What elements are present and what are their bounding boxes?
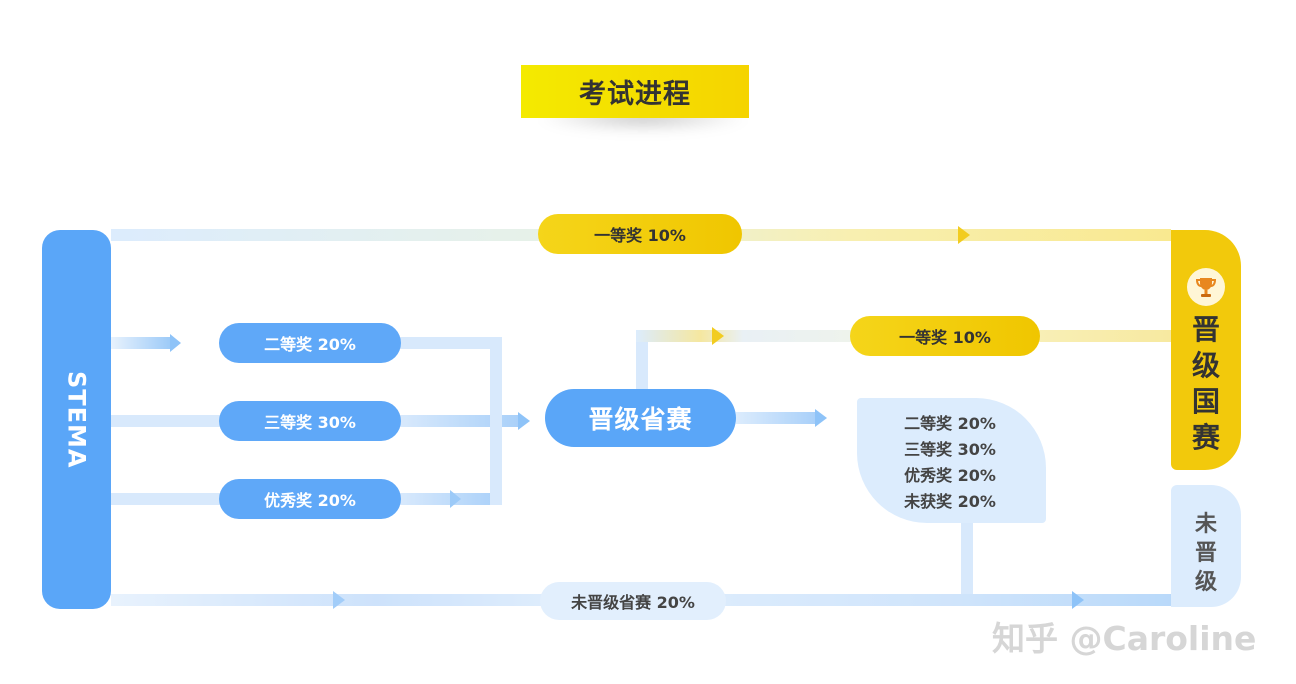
award-pill-third: 三等奖 30% (219, 401, 401, 441)
award-pill-second: 二等奖 20% (219, 323, 401, 363)
not-promoted-provincial-pill: 未晋级省赛 20% (540, 582, 726, 620)
arrow-to-results (815, 409, 827, 427)
provincial-results-box (857, 398, 1046, 523)
connector-row-3 (111, 415, 221, 427)
top-first-prize-label: 一等奖 10% (594, 226, 686, 245)
arrow-row-2 (170, 334, 181, 352)
arrow-top (958, 226, 970, 244)
result-item: 二等奖 20% (904, 414, 996, 433)
connector-provincial-up (636, 330, 648, 390)
award-pill-label: 优秀奖 20% (264, 491, 356, 510)
trophy-icon (1187, 268, 1225, 306)
page-title: 考试进程 (521, 65, 749, 118)
not-promoted-label: 未 晋 级 (1194, 512, 1217, 595)
stema-node: STEMA (42, 230, 111, 609)
award-pill-excellence: 优秀奖 20% (219, 479, 401, 519)
provincial-first-prize-label: 一等奖 10% (899, 328, 991, 347)
result-item: 未获奖 20% (904, 492, 996, 511)
provincial-results-list: 二等奖 20% 三等奖 30% 优秀奖 20% 未获奖 20% (880, 411, 1020, 515)
arrow-pill3 (450, 490, 461, 508)
stema-label: STEMA (62, 370, 91, 469)
not-promoted-node (1171, 485, 1241, 607)
arrow-provincial-top (712, 327, 724, 345)
national-label: 晋 级 国 赛 (1191, 313, 1220, 454)
provincial-node: 晋级省赛 (545, 389, 736, 447)
watermark: 知乎 @Caroline (992, 619, 1257, 658)
result-item: 优秀奖 20% (904, 466, 996, 485)
connector-row-2 (111, 337, 171, 349)
connector-pill1-right (400, 337, 502, 349)
result-item: 三等奖 30% (904, 440, 996, 459)
top-first-prize-pill: 一等奖 10% (538, 214, 742, 254)
connector-collector (490, 337, 502, 505)
connector-pill2-right (400, 415, 520, 427)
provincial-label: 晋级省赛 (588, 405, 693, 434)
arrow-bottom-2 (1072, 591, 1084, 609)
not-promoted-provincial-label: 未晋级省赛 20% (571, 593, 695, 612)
connector-row-4 (111, 493, 221, 505)
award-pill-label: 三等奖 30% (264, 413, 356, 432)
connector-results-down (961, 520, 973, 602)
provincial-first-prize-pill: 一等奖 10% (850, 316, 1040, 356)
connector-provincial-right (736, 412, 816, 424)
arrow-bottom-1 (333, 591, 345, 609)
arrow-to-provincial (518, 412, 530, 430)
award-pill-label: 二等奖 20% (264, 335, 356, 354)
